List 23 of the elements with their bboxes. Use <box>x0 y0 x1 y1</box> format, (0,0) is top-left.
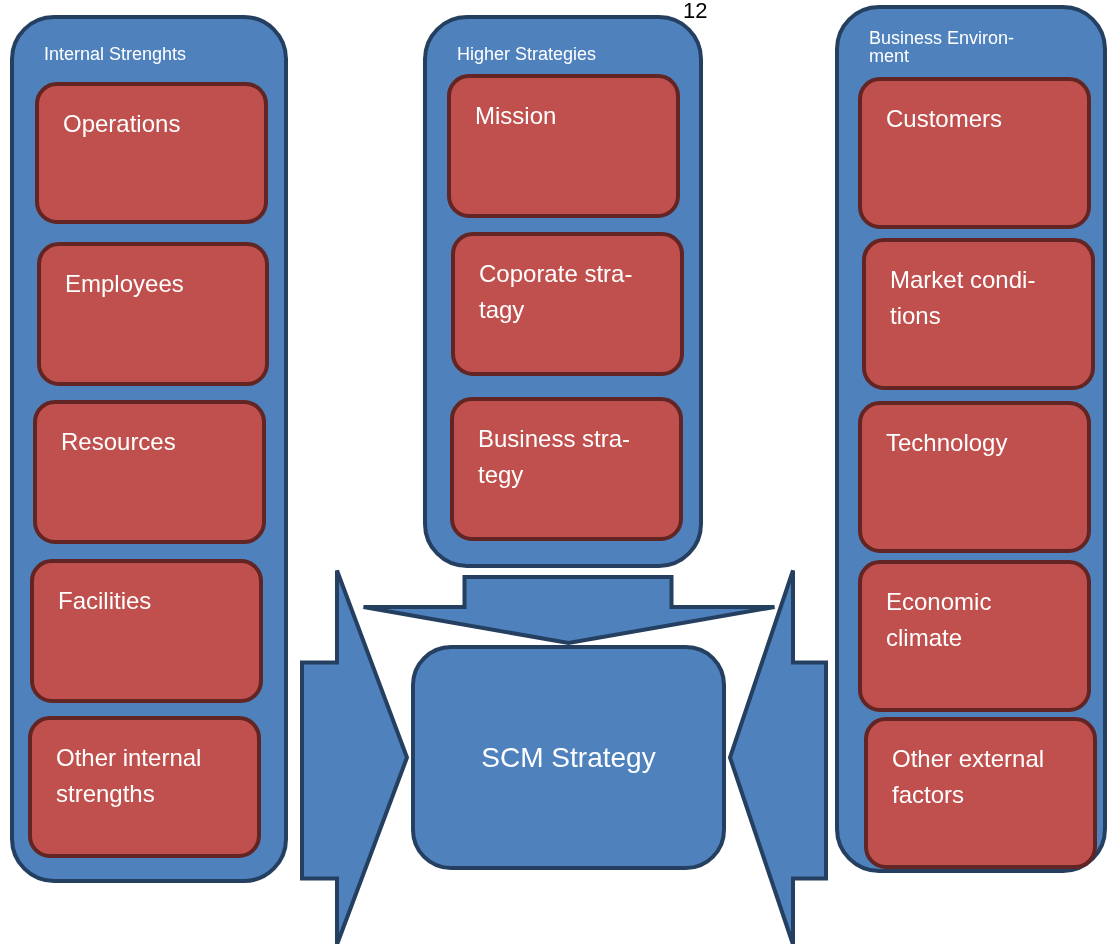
item-box: Mission <box>447 74 680 218</box>
item-box: Technology <box>858 401 1091 553</box>
group-panel <box>10 15 288 883</box>
item-box: Coporate stra- tagy <box>451 232 684 376</box>
strategy-box: SCM Strategy <box>411 645 726 870</box>
item-box: Employees <box>37 242 269 386</box>
item-box: Economic climate <box>858 560 1091 712</box>
item-box: Market condi- tions <box>862 238 1095 390</box>
item-box: Operations <box>35 82 268 224</box>
group-panel <box>835 5 1107 873</box>
block-arrow <box>361 575 777 646</box>
item-box: Other internal strengths <box>28 716 261 858</box>
item-box: Customers <box>858 77 1091 229</box>
item-box: Facilities <box>30 559 263 703</box>
block-arrow <box>727 568 828 944</box>
item-box: Business stra- tegy <box>450 397 683 541</box>
page-number: 12 <box>683 0 708 22</box>
block-arrow <box>300 568 410 944</box>
panel-heading: Internal Strenghts <box>44 45 187 63</box>
panel-heading: Business Environ- ment <box>869 29 1016 65</box>
item-box: Other external factors <box>864 717 1097 869</box>
item-box: Resources <box>33 400 266 544</box>
panel-heading: Higher Strategies <box>457 45 597 63</box>
